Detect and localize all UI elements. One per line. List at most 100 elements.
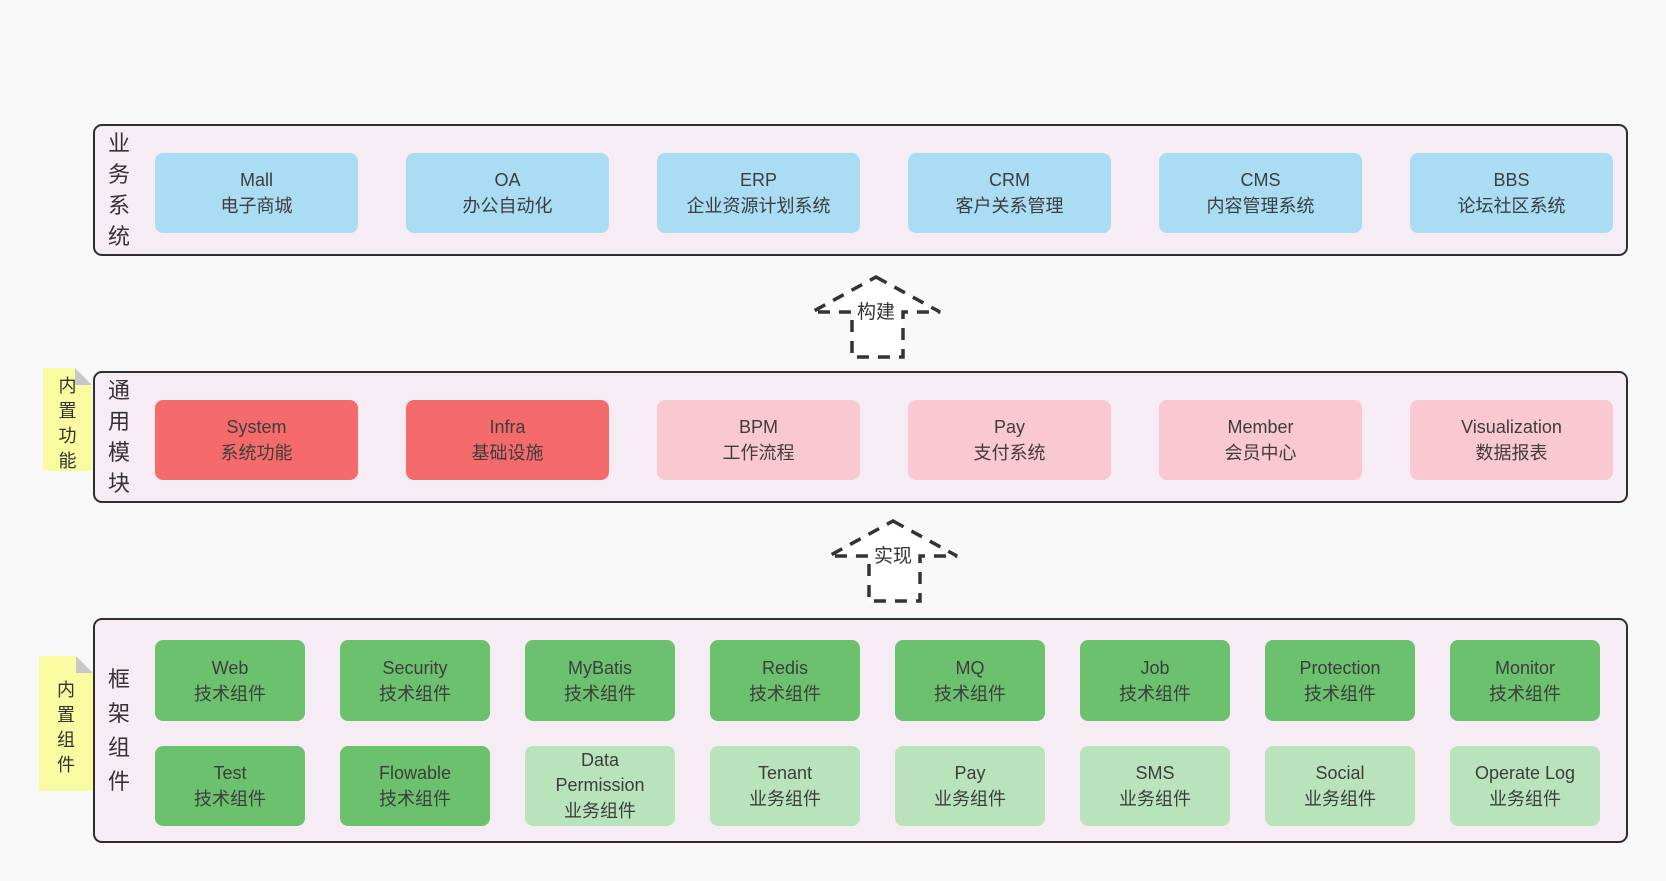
box-name: Pay xyxy=(993,417,1026,437)
folded-corner-icon xyxy=(76,656,93,673)
box-name: MQ xyxy=(955,657,985,678)
box-name: Data Permission xyxy=(555,750,645,795)
box-system: System 系统功能 xyxy=(155,400,358,480)
box-erp: ERP 企业资源计划系统 xyxy=(657,153,860,233)
box-desc: 技术组件 xyxy=(379,683,451,704)
box-monitor: Monitor 技术组件 xyxy=(1450,640,1600,721)
box-flowable: Flowable 技术组件 xyxy=(340,746,490,826)
box-pay-component: Pay 业务组件 xyxy=(895,746,1045,826)
box-desc: 技术组件 xyxy=(194,789,266,809)
arrow-implement: 实现 xyxy=(827,519,959,603)
box-desc: 技术组件 xyxy=(1119,683,1191,704)
box-operate-log: Operate Log 业务组件 xyxy=(1450,746,1600,826)
box-bbs: BBS 论坛社区系统 xyxy=(1410,153,1613,233)
box-name: Operate Log xyxy=(1474,763,1576,783)
box-desc: 技术组件 xyxy=(1489,683,1561,704)
box-desc: 业务组件 xyxy=(749,789,821,809)
box-desc: 企业资源计划系统 xyxy=(686,196,831,216)
sticky-note-label: 内置功能 xyxy=(58,375,77,471)
box-web: Web 技术组件 xyxy=(155,640,305,721)
layer-title: 通用模块 xyxy=(107,378,130,496)
layer-title: 业务系统 xyxy=(107,131,130,249)
box-name: BBS xyxy=(1493,170,1530,190)
box-desc: 技术组件 xyxy=(564,683,636,704)
box-desc: 技术组件 xyxy=(934,683,1006,704)
box-name: Monitor xyxy=(1494,657,1556,678)
box-desc: 业务组件 xyxy=(1489,789,1561,809)
box-cms: CMS 内容管理系统 xyxy=(1159,153,1362,233)
box-name: OA xyxy=(494,170,521,190)
box-name: CRM xyxy=(989,170,1030,190)
box-name: Member xyxy=(1227,417,1294,437)
box-tenant: Tenant 业务组件 xyxy=(710,746,860,826)
sticky-note-built-in-components: 内置组件 xyxy=(39,656,93,791)
sticky-note-label: 内置组件 xyxy=(57,679,75,775)
box-desc: 办公自动化 xyxy=(462,196,553,216)
box-mq: MQ 技术组件 xyxy=(895,640,1045,721)
box-desc: 业务组件 xyxy=(934,789,1006,809)
box-name: Test xyxy=(213,763,247,783)
box-name: System xyxy=(226,417,287,437)
box-name: MyBatis xyxy=(567,657,632,678)
box-desc: 技术组件 xyxy=(749,683,821,704)
box-desc: 工作流程 xyxy=(722,443,795,463)
layer-framework-components: 框架组件 Web 技术组件 Security 技术组件 MyBatis 技术组件… xyxy=(93,618,1628,843)
box-oa: OA 办公自动化 xyxy=(406,153,609,233)
sticky-note-built-in-features: 内置功能 xyxy=(43,368,92,471)
layer-business-systems: 业务系统 Mall 电子商城 OA 办公自动化 ERP 企业资源计划系统 CRM… xyxy=(93,124,1628,256)
folded-corner-icon xyxy=(75,368,92,385)
box-name: Infra xyxy=(489,417,526,437)
box-name: Security xyxy=(382,657,448,678)
box-name: Mall xyxy=(239,170,273,190)
box-desc: 技术组件 xyxy=(379,789,451,809)
arrow-build: 构建 xyxy=(810,275,942,359)
box-protection: Protection 技术组件 xyxy=(1265,640,1415,721)
box-name: ERP xyxy=(739,170,777,190)
arrow-label: 构建 xyxy=(853,297,899,324)
box-job: Job 技术组件 xyxy=(1080,640,1230,721)
box-mall: Mall 电子商城 xyxy=(155,153,358,233)
box-desc: 业务组件 xyxy=(564,801,636,821)
box-name: BPM xyxy=(738,417,778,437)
box-data-permission: Data Permission 业务组件 xyxy=(525,746,675,826)
box-desc: 电子商城 xyxy=(220,196,293,216)
box-mybatis: MyBatis 技术组件 xyxy=(525,640,675,721)
box-test: Test 技术组件 xyxy=(155,746,305,826)
box-name: Protection xyxy=(1299,657,1381,678)
box-name: Visualization xyxy=(1461,417,1562,437)
box-desc: 支付系统 xyxy=(973,443,1046,463)
box-name: Social xyxy=(1315,763,1365,783)
arrow-label: 实现 xyxy=(870,541,916,568)
layer-title: 框架组件 xyxy=(107,666,130,794)
box-name: SMS xyxy=(1135,763,1175,783)
box-name: Pay xyxy=(954,763,986,783)
layer-common-modules: 通用模块 System 系统功能 Infra 基础设施 BPM 工作流程 Pay… xyxy=(93,371,1628,503)
box-desc: 技术组件 xyxy=(1304,683,1376,704)
box-name: Redis xyxy=(761,657,809,678)
box-name: Web xyxy=(211,657,249,678)
box-name: CMS xyxy=(1240,170,1281,190)
box-pay-system: Pay 支付系统 xyxy=(908,400,1111,480)
box-desc: 业务组件 xyxy=(1119,789,1191,809)
box-name: Job xyxy=(1140,657,1170,678)
box-desc: 业务组件 xyxy=(1304,789,1376,809)
box-desc: 论坛社区系统 xyxy=(1457,196,1566,216)
box-infra: Infra 基础设施 xyxy=(406,400,609,480)
box-desc: 系统功能 xyxy=(220,443,293,463)
box-security: Security 技术组件 xyxy=(340,640,490,721)
box-desc: 基础设施 xyxy=(471,443,544,463)
box-desc: 数据报表 xyxy=(1475,443,1548,463)
box-desc: 客户关系管理 xyxy=(955,196,1064,216)
box-desc: 技术组件 xyxy=(194,683,266,704)
box-sms: SMS 业务组件 xyxy=(1080,746,1230,826)
box-name: Flowable xyxy=(378,763,452,783)
box-desc: 会员中心 xyxy=(1224,443,1297,463)
box-member: Member 会员中心 xyxy=(1159,400,1362,480)
box-crm: CRM 客户关系管理 xyxy=(908,153,1111,233)
box-redis: Redis 技术组件 xyxy=(710,640,860,721)
box-visualization: Visualization 数据报表 xyxy=(1410,400,1613,480)
box-bpm: BPM 工作流程 xyxy=(657,400,860,480)
box-social: Social 业务组件 xyxy=(1265,746,1415,826)
box-desc: 内容管理系统 xyxy=(1206,196,1315,216)
